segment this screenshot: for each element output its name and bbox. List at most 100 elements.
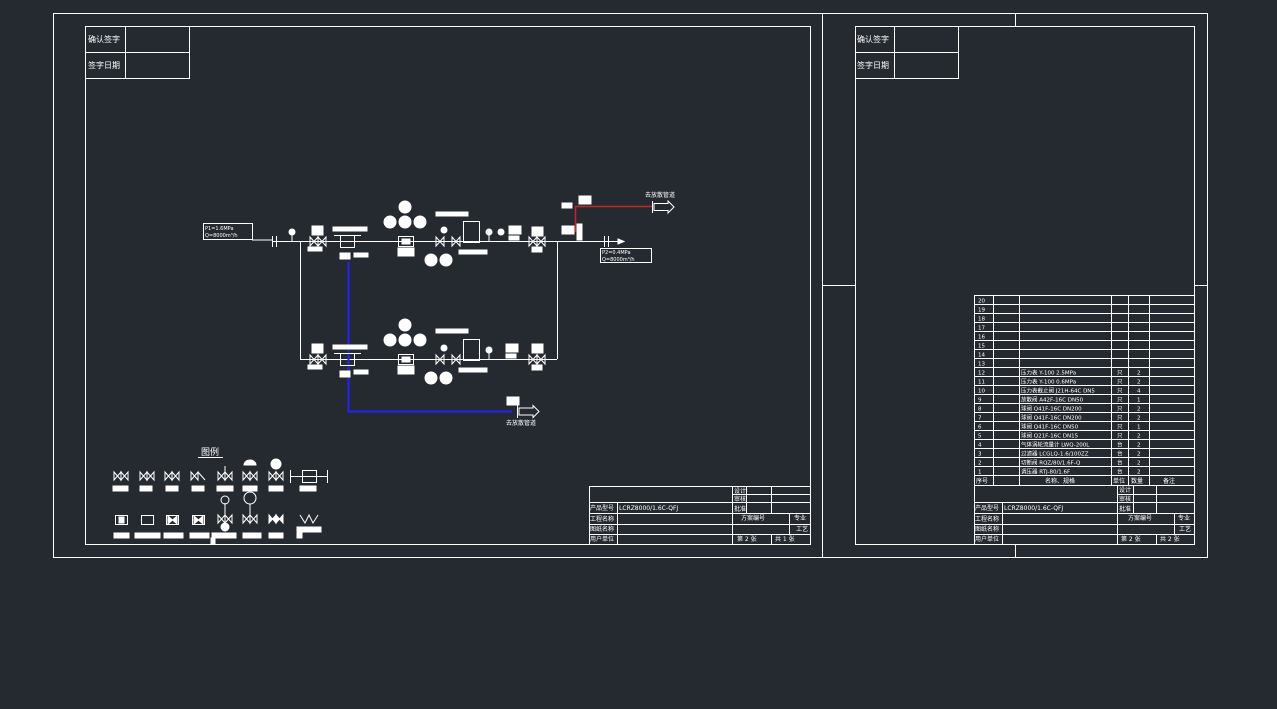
bom-cell-name: 球阀 Q41F-16C DN200 [1021, 405, 1082, 413]
sheet1-confirm-label: 确认签字 [88, 34, 120, 44]
bom-cell-qty: 2 [1137, 407, 1141, 413]
sheet1-title-block [589, 486, 811, 545]
bom-cell-name: 切断阀 RQZ/80/1.6F-Q [1021, 459, 1081, 467]
bom-cell-no: 20 [978, 299, 985, 305]
pid-diagram[interactable] [203, 195, 675, 419]
bom-cell-name: 过滤器 LCGLQ-1.6/100ZZ [1021, 450, 1089, 458]
vent-pipe-blue [347, 262, 512, 413]
regulator-top[interactable] [435, 211, 488, 255]
bom-cell-no: 2 [978, 461, 982, 467]
tb1-project-label: 工程名称 [590, 515, 614, 523]
bom-cell-no: 4 [978, 443, 982, 449]
bom-cell-name: 球阀 Q21F-16C DN15 [1021, 432, 1079, 440]
bom-cell-name: 压力表 Y-100 0.6MPa [1021, 378, 1076, 386]
tb2-scheme-label: 方案编号 [1128, 514, 1152, 522]
tb1-product-no-label: 产品型号 [590, 504, 614, 512]
bom-cell-qty: 2 [1137, 380, 1141, 386]
flowmeter-top[interactable] [383, 200, 453, 267]
ball-valve-inlet[interactable] [309, 235, 327, 248]
bom-cell-qty: 2 [1137, 452, 1141, 458]
bom-cell-name: 气体涡轮流量计 LWQ-200L [1021, 441, 1090, 449]
bom-cell-no: 14 [978, 353, 985, 359]
filter-top[interactable] [332, 226, 369, 260]
tb2-design: 设计 [1119, 486, 1131, 494]
tb2-approve: 批准 [1119, 505, 1131, 513]
sheet2-sign-date-label: 签字日期 [857, 60, 889, 70]
bom-cell-unit: 台 [1117, 450, 1123, 458]
bom-cell-qty: 2 [1137, 416, 1141, 422]
legend-symbols [112, 457, 328, 545]
bom-cell-unit: 只 [1117, 397, 1123, 404]
bom-cell-unit: 只 [1117, 379, 1123, 386]
bom-cell-name: 球阀 Q41F-16C DN200 [1021, 414, 1082, 422]
bom-cell-name: 压力表截止阀 J21H-64C DN5 [1021, 387, 1095, 395]
bom-cell-name: 调压器 RTJ-80/1.6F [1021, 468, 1070, 476]
bom-header-unit: 单位 [1113, 477, 1125, 485]
vent-arrow-bottom [518, 404, 540, 419]
sheet1-inner-border [85, 26, 811, 545]
tb2-customer-label: 用户单位 [975, 535, 999, 543]
tb1-approve: 批准 [734, 505, 746, 513]
filter-bottom[interactable] [332, 344, 369, 378]
bom-cell-no: 11 [978, 380, 985, 386]
bom-cell-qty: 2 [1137, 461, 1141, 467]
bom-cell-name: 压力表 Y-100 2.5MPa [1021, 369, 1076, 377]
bom-cell-unit: 台 [1117, 441, 1123, 449]
bom-cell-unit: 只 [1117, 424, 1123, 431]
tb2-product-no-label: 产品型号 [975, 504, 999, 512]
bom-cell-qty: 1 [1137, 425, 1141, 431]
bom-cell-name: 放散阀 A42F-16C DN50 [1021, 396, 1084, 404]
vent-label-bottom: 去放散管道 [506, 419, 536, 427]
bom-cell-no: 9 [978, 398, 982, 404]
bom-cell-unit: 只 [1117, 370, 1123, 377]
bom-header-qty: 数量 [1131, 477, 1143, 485]
regulator-bottom[interactable] [435, 328, 488, 373]
tb2-total: 共 2 张 [1160, 535, 1180, 543]
bom-cell-unit: 只 [1117, 433, 1123, 440]
bom-cell-no: 1 [978, 470, 982, 476]
bom-cell-qty: 2 [1137, 371, 1141, 377]
tb2-major-value: 工艺 [1179, 525, 1191, 533]
bom-cell-name: 球阀 Q41F-16C DN50 [1021, 423, 1079, 431]
bom-cell-no: 18 [978, 317, 985, 323]
bom-cell-no: 3 [978, 452, 982, 458]
outlet-flow: Q=8000m³/h [602, 257, 635, 263]
inlet-pressure: P1=1.6MPa [205, 226, 234, 232]
ball-valve-bypass-outlet[interactable] [528, 353, 546, 366]
tb2-sheet: 第 2 张 [1121, 535, 1141, 543]
bom-cell-no: 15 [978, 344, 985, 350]
tb1-product-no: LCRZ8000/1.6C-QFJ [619, 505, 678, 512]
tb2-product-no: LCRZ8000/1.6C-QFJ [1004, 505, 1063, 512]
bom-cell-unit: 台 [1117, 459, 1123, 467]
tb2-major-label: 专业 [1178, 514, 1190, 522]
bom-cell-qty: 2 [1137, 470, 1141, 476]
sheet2-title-block [974, 485, 1195, 545]
vent-arrow-top [653, 199, 675, 215]
bom-cell-qty: 2 [1137, 434, 1141, 440]
tb1-total: 共 1 张 [775, 535, 795, 543]
bom-header-name: 名称、规格 [1045, 477, 1075, 485]
bom-cell-unit: 台 [1117, 468, 1123, 476]
sheet1-sign-date-label: 签字日期 [88, 60, 120, 70]
tb1-design: 设计 [734, 487, 746, 495]
bom-cell-qty: 4 [1137, 389, 1141, 395]
bom-cell-unit: 只 [1117, 406, 1123, 413]
sheet2-confirm-label: 确认签字 [857, 34, 889, 44]
bom-cell-no: 12 [978, 371, 985, 377]
flowmeter-bottom[interactable] [383, 318, 453, 385]
ball-valve-bypass-inlet[interactable] [309, 353, 327, 366]
legend-title: 图例 [201, 446, 219, 458]
bom-cell-no: 19 [978, 308, 985, 314]
bom-header-no: 序号 [976, 477, 988, 485]
ball-valve-outlet[interactable] [528, 235, 546, 248]
outlet-pressure: P2=0.4MPa [602, 250, 631, 256]
bom-cell-no: 13 [978, 362, 985, 368]
bom-cell-no: 6 [978, 425, 982, 431]
tb2-drawing-label: 图纸名称 [975, 525, 999, 533]
bom-header-remark: 备注 [1163, 477, 1175, 485]
bom-cell-no: 8 [978, 407, 982, 413]
tb1-drawing-label: 图纸名称 [590, 525, 614, 533]
bom-cell-no: 10 [978, 389, 985, 395]
bom-cell-unit: 只 [1117, 388, 1123, 395]
